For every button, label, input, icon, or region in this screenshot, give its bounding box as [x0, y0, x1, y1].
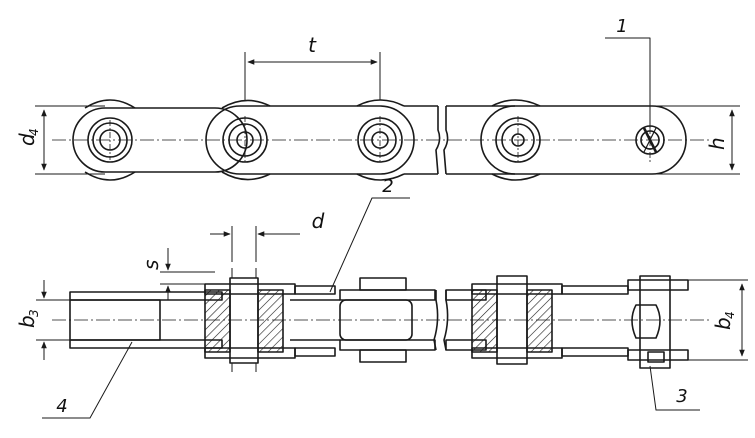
cotter-pin — [631, 304, 661, 339]
roller-outer-sub: 4 — [27, 128, 41, 136]
callout-4-label: 4 — [56, 396, 67, 417]
outer-width-label: b — [711, 317, 735, 330]
roller-diameter-label: d — [312, 209, 325, 233]
top-view — [35, 37, 740, 181]
inner-width-label: b — [15, 315, 39, 328]
pin-left — [229, 277, 259, 364]
plate-height-label: h — [705, 137, 729, 150]
break-line-right — [443, 106, 449, 175]
outer-plate-middle — [205, 105, 415, 175]
plate-thickness-label: s — [139, 260, 163, 270]
callout-2-leader — [329, 197, 410, 293]
pitch-label: t — [308, 33, 317, 57]
callout-2-label: 2 — [382, 176, 393, 197]
inner-plate-left — [72, 107, 248, 173]
roller-outer-label: d — [15, 133, 39, 146]
outer-width-sub: 4 — [723, 311, 737, 319]
side-view — [36, 197, 748, 419]
callout-3-label: 3 — [676, 386, 687, 407]
callout-4-leader — [42, 341, 133, 419]
inner-width-sub: 3 — [27, 309, 41, 317]
callout-3-leader — [649, 365, 700, 411]
callout-1-label: 1 — [616, 16, 627, 37]
callout-1-leader — [605, 37, 651, 128]
